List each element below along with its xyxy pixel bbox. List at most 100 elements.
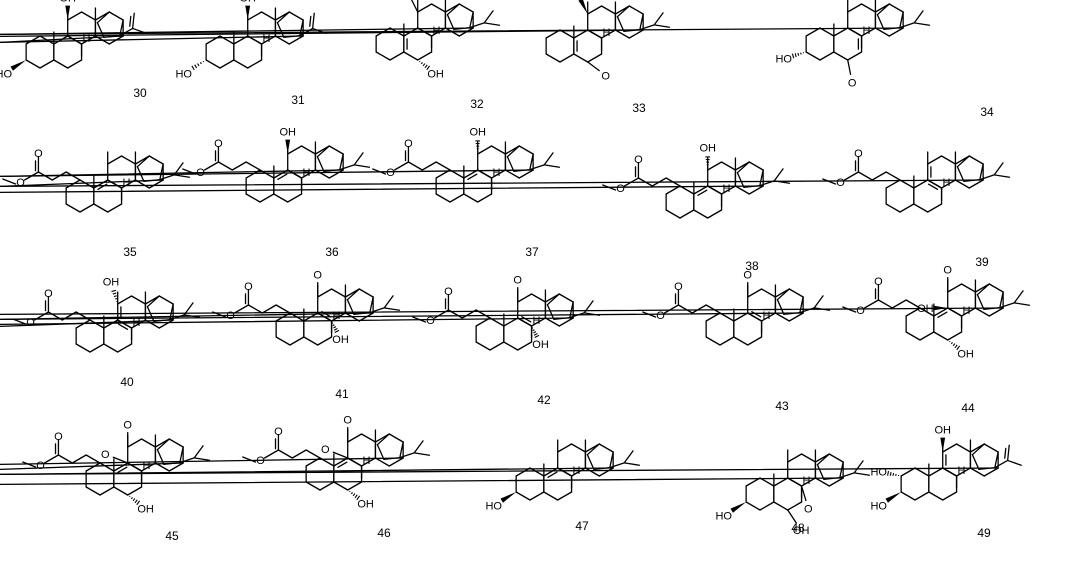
bond: [693, 209, 709, 219]
bond: [833, 51, 849, 61]
hydroxyl-label: HO: [870, 500, 887, 512]
bond: [1006, 444, 1010, 462]
bond: [435, 193, 451, 203]
compound-number-31: 31: [291, 93, 305, 107]
bond: [85, 486, 101, 496]
bond: [639, 24, 655, 31]
wedge-bond: [245, 5, 251, 20]
hash-bond: [356, 495, 361, 501]
bond: [773, 501, 789, 511]
bond: [968, 179, 984, 189]
compound-number-32: 32: [470, 97, 484, 111]
bond: [399, 452, 415, 459]
methyl: [0, 317, 574, 326]
bond: [1013, 302, 1031, 306]
compound-number-36: 36: [325, 245, 339, 259]
wedge-bond: [933, 305, 948, 311]
double-bond: [467, 173, 478, 180]
bond: [469, 22, 485, 29]
bond: [544, 317, 560, 327]
hash-bond: [113, 295, 117, 298]
hydroxyl-label: OH: [357, 498, 374, 510]
compound-number-30: 30: [133, 86, 147, 100]
bond: [546, 293, 560, 306]
bond: [53, 35, 69, 45]
bond: [747, 312, 763, 322]
bond: [117, 343, 133, 353]
bond: [558, 317, 574, 327]
compound-number-35: 35: [123, 245, 137, 259]
bond: [587, 29, 603, 39]
compound-number-43: 43: [775, 399, 789, 413]
bond: [960, 283, 977, 293]
bond: [275, 304, 291, 314]
bond: [787, 453, 803, 463]
hash-bond: [797, 52, 800, 56]
bond: [417, 51, 433, 61]
bond: [747, 288, 763, 298]
bond: [156, 438, 170, 451]
stereo-h-label: H: [142, 460, 150, 472]
hash-bond: [199, 62, 202, 65]
bond: [43, 454, 60, 464]
bond: [403, 51, 419, 61]
bond: [748, 185, 764, 195]
ester-oxygen: O: [36, 460, 45, 472]
stereo-h-label: H: [957, 465, 965, 477]
compound-number-45: 45: [165, 529, 179, 543]
bond: [159, 163, 164, 181]
bond: [518, 169, 534, 179]
bond: [517, 293, 533, 303]
ester-oxygen: O: [226, 310, 235, 322]
ester-oxygen: O: [426, 315, 435, 327]
ester-oxygen: O: [26, 317, 35, 329]
bond: [587, 5, 603, 15]
compound-number-41: 41: [335, 387, 349, 401]
methyl: [822, 178, 837, 185]
bond: [96, 11, 110, 24]
bond: [899, 22, 915, 29]
stereo-h-label: H: [362, 455, 370, 467]
bond: [193, 457, 211, 461]
carbonyl-oxygen: O: [874, 276, 883, 288]
bond: [316, 156, 325, 172]
bond: [245, 161, 261, 171]
bond: [573, 53, 589, 63]
hydroxyl-label: OH: [332, 334, 349, 346]
hash-bond: [534, 334, 540, 339]
bond: [947, 283, 963, 293]
methyl: [0, 312, 804, 321]
bond: [430, 3, 447, 13]
compound-number-42: 42: [537, 393, 551, 407]
bond: [979, 163, 984, 181]
bond: [788, 288, 804, 298]
bond: [863, 299, 880, 309]
bond: [899, 11, 904, 29]
bond: [360, 457, 377, 467]
bond: [927, 203, 943, 213]
bond: [353, 152, 364, 166]
carbonyl-oxygen: O: [343, 415, 352, 427]
methyl: [0, 179, 164, 188]
bond: [25, 35, 41, 45]
bond: [393, 161, 410, 171]
bond: [974, 307, 990, 317]
bond: [707, 209, 723, 219]
bond: [303, 336, 319, 346]
double-bond: [547, 471, 558, 478]
stereo-h-label: H: [862, 25, 870, 37]
hash-bond: [800, 52, 802, 55]
bond: [289, 336, 305, 346]
bond: [339, 153, 344, 171]
bond: [75, 343, 91, 353]
bond: [586, 443, 600, 456]
bond: [530, 317, 547, 327]
bond: [217, 161, 233, 171]
bond: [85, 454, 101, 464]
bond: [877, 299, 893, 309]
compound-number-33: 33: [632, 101, 646, 115]
